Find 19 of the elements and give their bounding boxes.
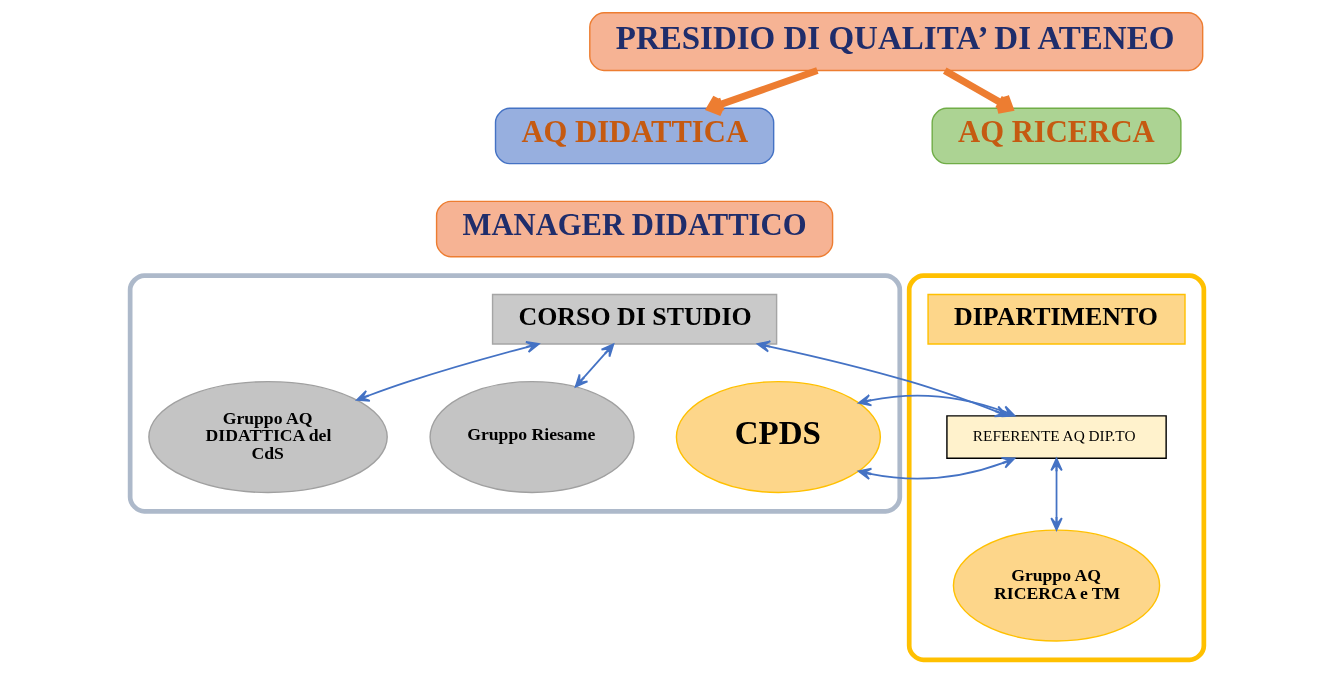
node-box: AQ RICERCA	[931, 107, 1182, 165]
arrow	[574, 343, 615, 388]
node-box: REFERENTE AQ DIP.TO	[946, 415, 1167, 459]
node-box: CORSO DI STUDIO	[491, 293, 778, 345]
node-box: PRESIDIO DI QUALITA’ DI ATENEO	[589, 12, 1204, 72]
arrow	[1050, 457, 1063, 531]
node-ellipse: Gruppo AQ DIDATTICA del CdS	[148, 380, 388, 494]
arrow	[857, 394, 1016, 480]
node-ellipse: Gruppo Riesame	[429, 380, 635, 494]
node-box: AQ DIDATTICA	[494, 107, 775, 165]
node-box: MANAGER DIDATTICO	[435, 200, 834, 258]
cluster	[127, 273, 903, 514]
node-ellipse: Gruppo AQ RICERCA e TM	[952, 529, 1161, 642]
cluster	[906, 273, 1207, 663]
node-box: DIPARTIMENTO	[927, 293, 1186, 345]
arrow	[706, 67, 819, 117]
node-ellipse: CPDS	[675, 380, 882, 494]
arrow	[356, 340, 540, 402]
arrow	[943, 67, 1014, 114]
